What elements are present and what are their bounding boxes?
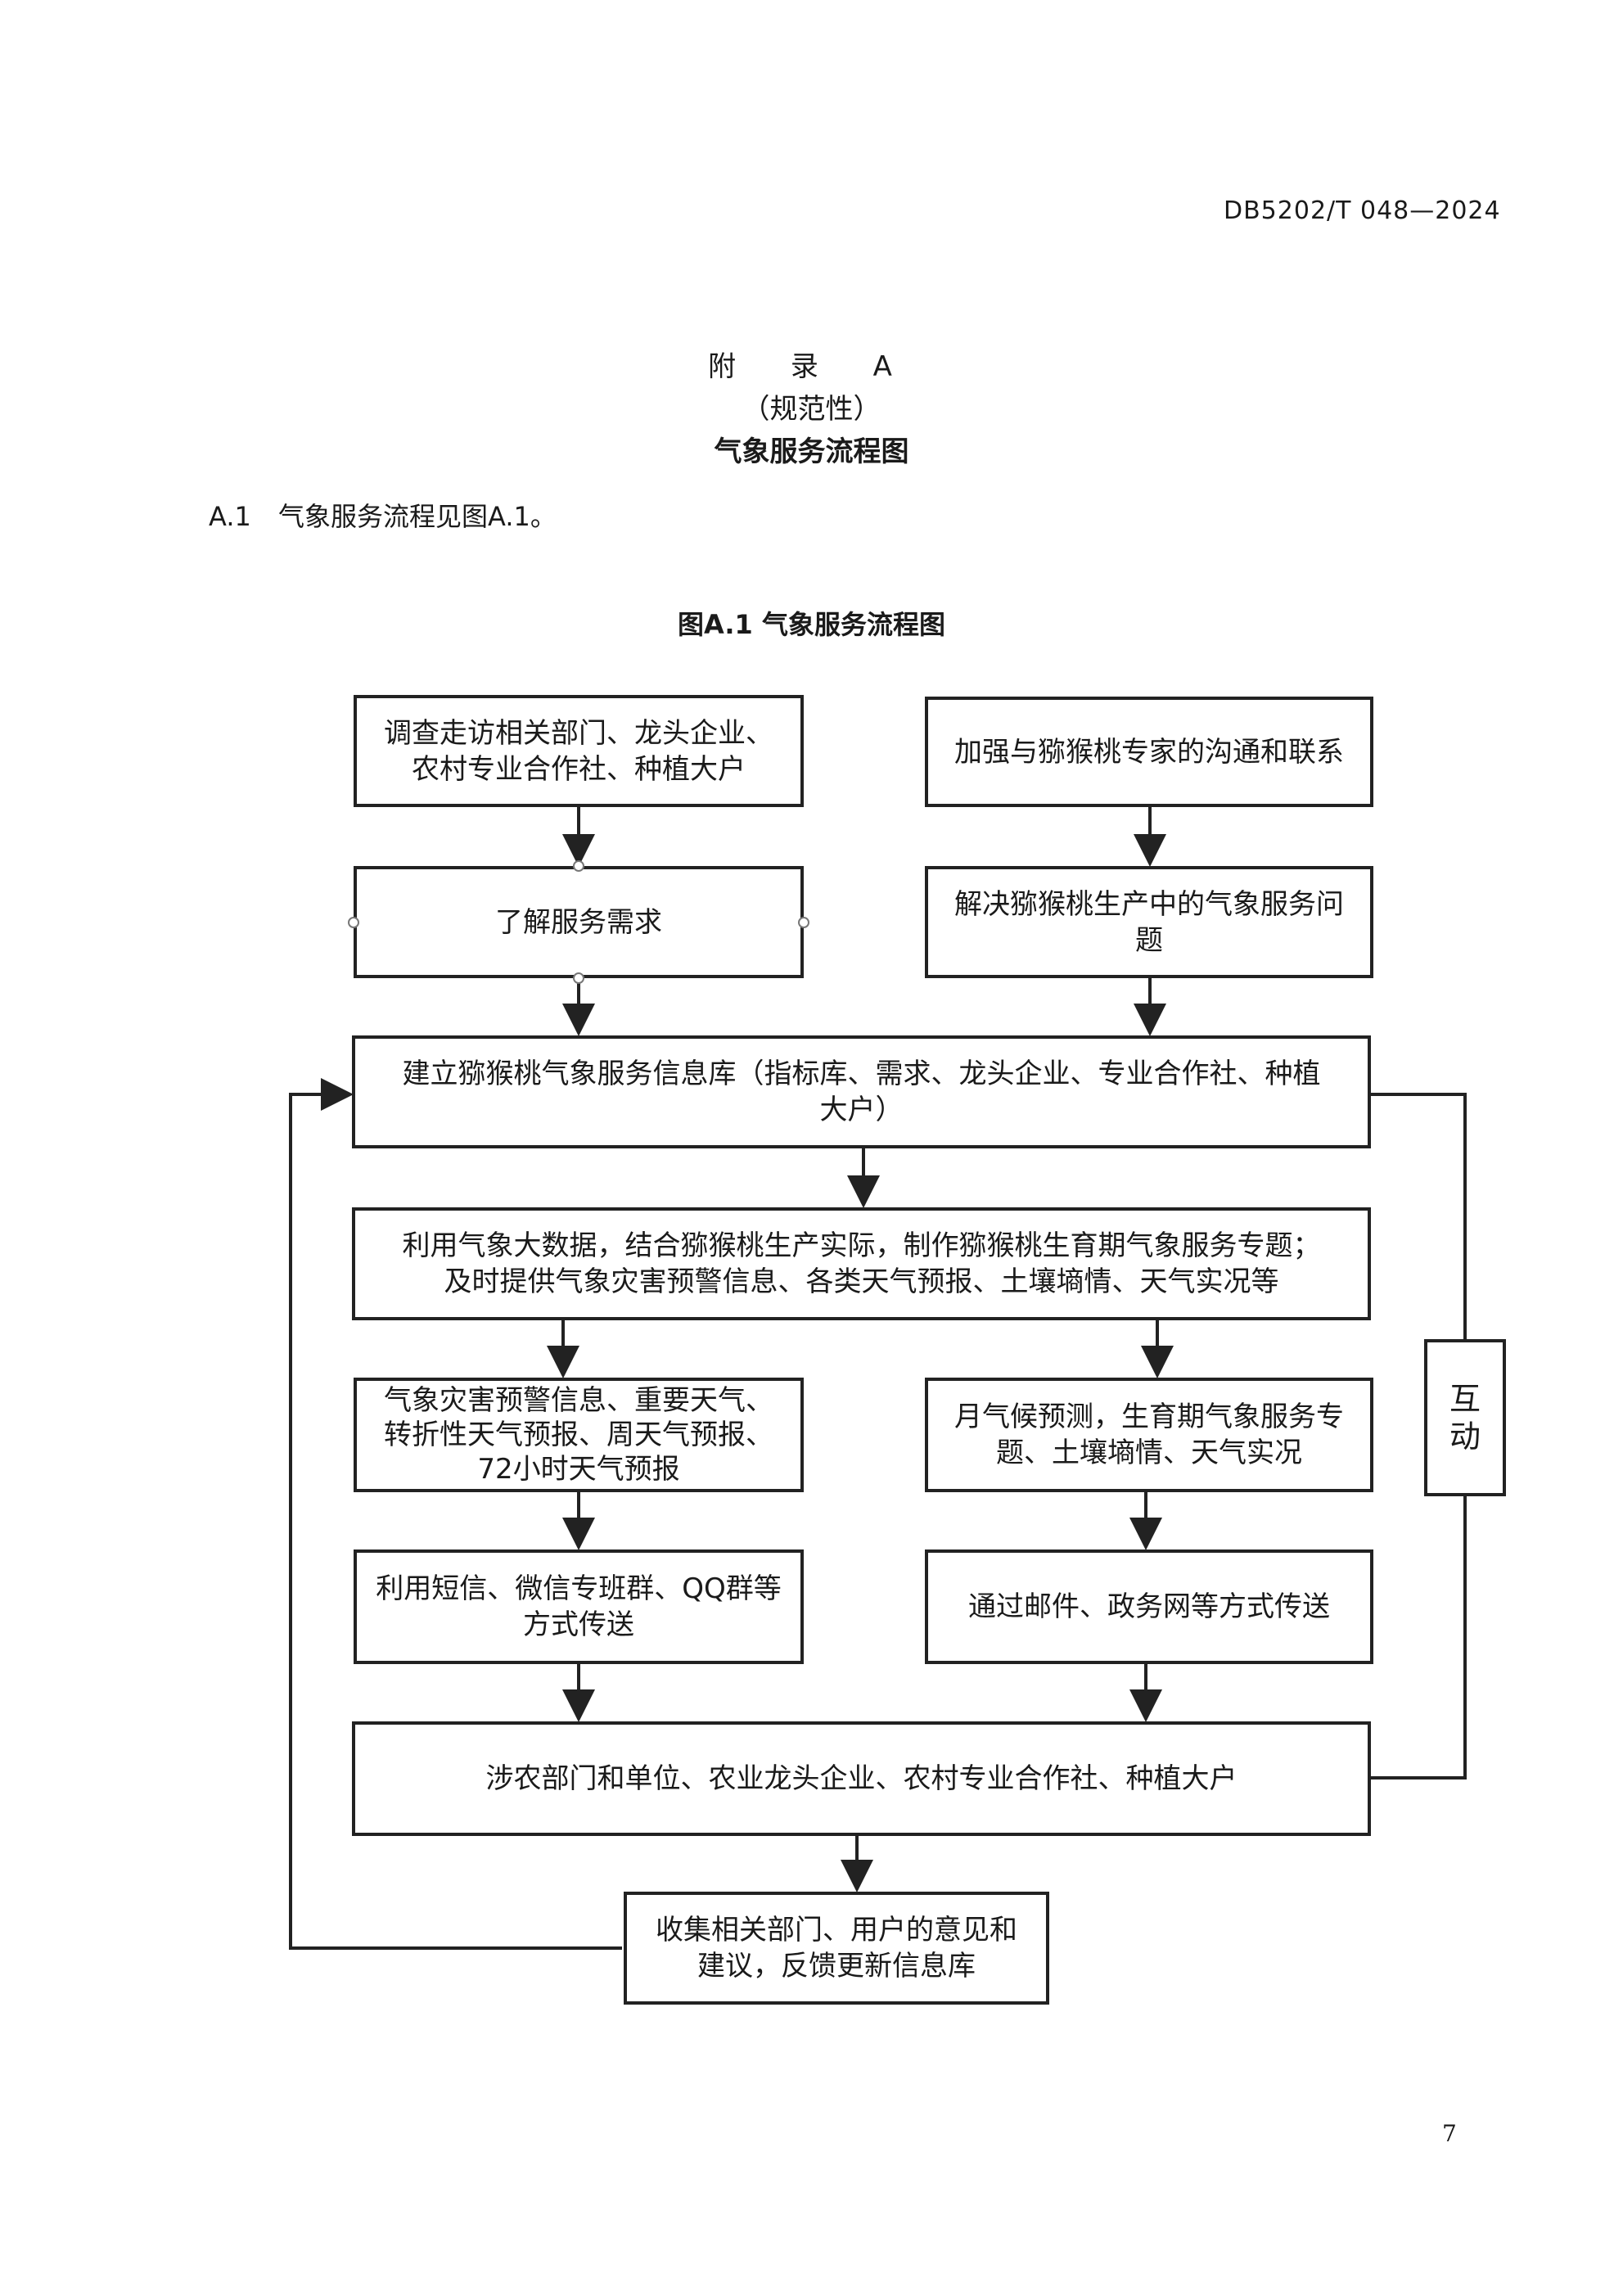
line-interact-loop [1371,1093,1467,1339]
node-warning: 气象灾害预警信息、重要天气、转折性天气预报、周天气预报、72小时天气预报 [354,1378,804,1492]
node-users: 涉农部门和单位、农业龙头企业、农村专业合作社、种植大户 [352,1721,1371,1836]
node-bigdata: 利用气象大数据，结合猕猴桃生产实际，制作猕猴桃生育期气象服务专题；及时提供气象灾… [352,1207,1371,1320]
document-code: DB5202/T 048—2024 [1224,196,1501,225]
connector-handle [798,917,809,928]
appendix-name: 气象服务流程图 [714,435,909,468]
node-solve-line: 题 [1135,923,1163,957]
node-feedback: 收集相关部门、用户的意见和建议，反馈更新信息库 [624,1892,1049,2005]
node-interact: 互 动 [1424,1339,1506,1496]
node-database-line: 建立猕猴桃气象服务信息库（指标库、需求、龙头企业、专业合作社、种植 [402,1058,1321,1090]
node-needs-line: 了解服务需求 [495,905,662,939]
paragraph-number: A.1 [209,501,251,532]
node-climate-line: 月气候预测，生育期气象服务专 [954,1401,1344,1433]
node-email-line: 通过邮件、政务网等方式传送 [968,1590,1330,1623]
arrow-feedback-database [289,1078,622,1950]
connector-handle [573,860,584,872]
node-survey-line: 农村专业合作社、种植大户 [412,752,746,786]
node-warning-line: 72小时天气预报 [477,1453,680,1486]
node-bigdata-line: 及时提供气象灾害预警信息、各类天气预报、土壤墒情、天气实况等 [444,1265,1279,1298]
node-interact-char: 动 [1449,1419,1481,1455]
node-interact-char: 互 [1449,1381,1481,1417]
node-warning-line: 转折性天气预报、周天气预报、 [384,1419,773,1451]
node-database-line: 大户） [819,1094,904,1126]
node-warning-line: 气象灾害预警信息、重要天气、 [384,1384,773,1417]
connector-handle [573,972,584,984]
node-expert: 加强与猕猴桃专家的沟通和联系 [925,697,1373,807]
node-climate-line: 题、土壤墒情、天气实况 [996,1437,1302,1469]
node-needs: 了解服务需求 [354,866,804,978]
node-solve-line: 解决猕猴桃生产中的气象服务问 [954,887,1344,921]
node-sms-line: 方式传送 [523,1608,634,1641]
appendix-subtitle: （规范性） [742,393,881,426]
node-expert-line: 加强与猕猴桃专家的沟通和联系 [954,735,1344,769]
node-feedback-line: 建议，反馈更新信息库 [697,1950,976,1982]
line-interact-loop-lower [1368,1496,1467,1780]
page-number: 7 [1442,2120,1457,2147]
node-solve: 解决猕猴桃生产中的气象服务问题 [925,866,1373,978]
node-survey-line: 调查走访相关部门、龙头企业、 [384,716,773,750]
node-email: 通过邮件、政务网等方式传送 [925,1549,1373,1664]
paragraph-a1: A.1 气象服务流程见图A.1。 [209,496,557,534]
node-feedback-line: 收集相关部门、用户的意见和 [656,1914,1017,1946]
node-sms-line: 利用短信、微信专班群、QQ群等 [376,1572,782,1605]
node-climate: 月气候预测，生育期气象服务专题、土壤墒情、天气实况 [925,1378,1373,1492]
appendix-title: 附 录 A [708,350,915,383]
node-database: 建立猕猴桃气象服务信息库（指标库、需求、龙头企业、专业合作社、种植大户） [352,1035,1371,1148]
node-sms: 利用短信、微信专班群、QQ群等方式传送 [354,1549,804,1664]
paragraph-text: 气象服务流程见图A.1。 [278,501,557,532]
figure-caption: 图A.1 气象服务流程图 [678,609,945,640]
node-bigdata-line: 利用气象大数据，结合猕猴桃生产实际，制作猕猴桃生育期气象服务专题； [402,1229,1321,1262]
node-survey: 调查走访相关部门、龙头企业、农村专业合作社、种植大户 [354,695,804,807]
connector-handle [348,917,359,928]
node-users-line: 涉农部门和单位、农业龙头企业、农村专业合作社、种植大户 [485,1762,1238,1795]
